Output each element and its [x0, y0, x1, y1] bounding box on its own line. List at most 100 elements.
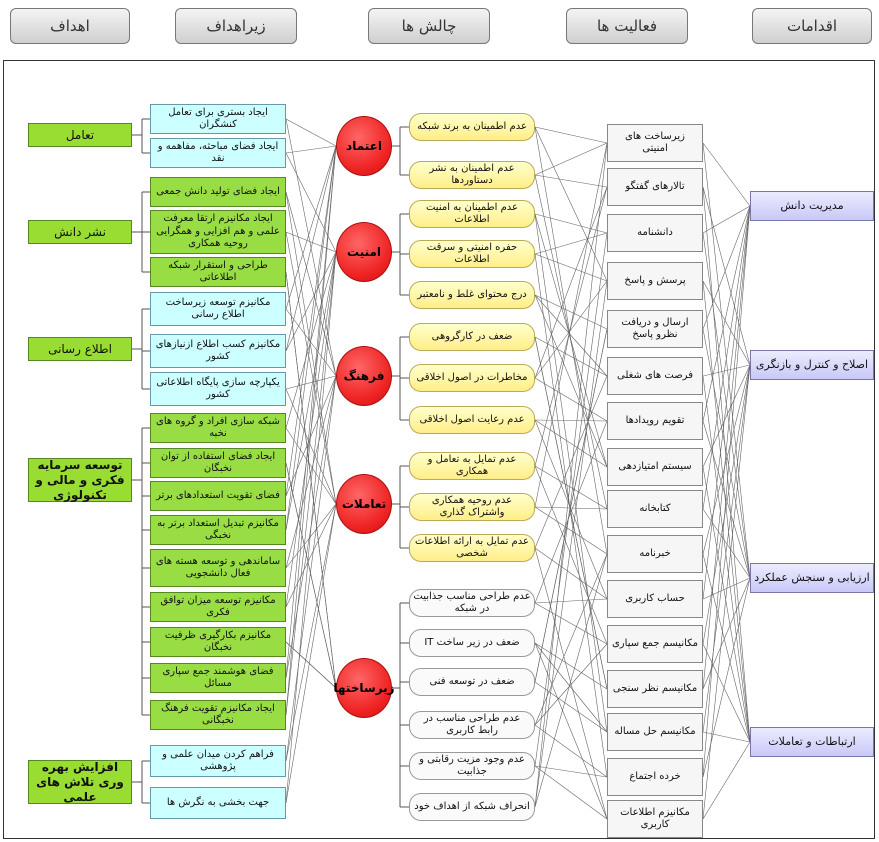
connector-line: [534, 142, 608, 808]
connector-line: [534, 506, 608, 555]
subgoal-item: مکانیزم تبدیل استعداد برتر به نخبگی: [150, 515, 286, 545]
action-item: دانشنامه: [607, 214, 703, 252]
connector-line: [702, 280, 751, 743]
connector-line: [285, 118, 337, 147]
connector-line: [702, 364, 751, 377]
action-item: تالارهای گفتگو: [607, 168, 703, 206]
connector-line: [534, 126, 608, 144]
activity-item: عدم روحیه همکاری واشتراک گذاری: [409, 493, 535, 521]
connector-line: [702, 375, 751, 743]
connector-line: [534, 765, 608, 820]
connector-line: [702, 643, 751, 743]
connector-line: [534, 419, 608, 422]
subgoal-item: طراحی و استقرار شبکه اطلاعاتی: [150, 257, 286, 287]
subgoal-item: ایجاد فضای تولید دانش جمعی: [150, 177, 286, 207]
activity-item: ضعف در زیر ساخت IT: [409, 629, 535, 657]
connector-line: [285, 375, 337, 762]
activity-item: عدم طراحی مناسب جذابیت در شبکه: [409, 589, 535, 617]
connector-line: [702, 741, 751, 820]
activity-item: درج محتوای غلط و نامعتبر: [409, 281, 535, 309]
connector-line: [534, 213, 608, 468]
goal-capital-development: توسعه سرمایه فکری و مالی و تکنولوژی: [28, 458, 132, 502]
connector-line: [534, 174, 608, 510]
subgoal-item: فضای هوشمند جمع سپاری مسائل: [150, 663, 286, 693]
challenge-interactions: تعاملات: [336, 474, 392, 534]
connector-line: [285, 251, 337, 716]
goal-knowledge-dissemination: نشر دانش: [28, 220, 132, 244]
connector-line: [534, 598, 608, 604]
diagram-frame: [3, 60, 875, 839]
connector-line: [285, 145, 337, 531]
challenge-security: امنیت: [336, 222, 392, 282]
header-goals: اهداف: [10, 8, 130, 44]
activity-item: عدم اطمینان به نشر دستاوردها: [409, 161, 535, 189]
activity-item: عدم وجود مزیت رقابتی و جذابیت: [409, 752, 535, 780]
connector-line: [534, 280, 608, 379]
action-item: خرده اجتماع: [607, 758, 703, 796]
connector-line: [534, 419, 608, 600]
activity-item: ضعف در کارگروهی: [409, 323, 535, 351]
connector-line: [534, 765, 608, 778]
connector-line: [285, 308, 337, 377]
connector-line: [702, 186, 751, 743]
subgoal-item: مکانیزم کسب اطلاع ازنیازهای کشور: [150, 334, 286, 368]
connector-line: [534, 375, 608, 549]
connector-line: [285, 271, 337, 689]
connector-line: [534, 465, 608, 645]
activity-item: ضعف در توسعه فنی: [409, 668, 535, 696]
connector-line: [285, 251, 337, 531]
connector-line: [534, 142, 608, 176]
connector-line: [702, 205, 751, 778]
connector-line: [534, 602, 608, 645]
connector-line: [702, 205, 751, 330]
connector-line: [702, 142, 751, 207]
subgoal-item: فضای تقویت استعدادهای برتر: [150, 481, 286, 511]
connector-line: [702, 553, 751, 743]
connector-line: [702, 420, 751, 579]
connector-line: [285, 375, 337, 569]
connector-line: [534, 642, 608, 690]
action-item: خبرنامه: [607, 535, 703, 573]
connector-line: [534, 642, 608, 733]
subgoal-item: ایجاد بستری برای تعامل کنشگران: [150, 104, 286, 134]
connector-line: [285, 145, 337, 154]
activity-item: عدم تمایل به تعامل و همکاری: [409, 452, 535, 480]
measure-evaluation: ارزیابی و سنجش عملکرد: [750, 563, 874, 593]
connector-line: [534, 186, 608, 379]
connector-line: [534, 642, 608, 820]
connector-line: [702, 508, 751, 579]
connector-line: [534, 419, 608, 468]
connector-line: [534, 377, 608, 422]
subgoal-item: ایجاد فضای مباحثه، مفاهمه و نقد: [150, 138, 286, 168]
connector-line: [534, 328, 608, 683]
connector-line: [702, 328, 751, 579]
connector-line: [534, 142, 608, 508]
activity-item: انحراف شبکه از اهداف خود: [409, 793, 535, 821]
connector-line: [702, 205, 751, 422]
action-item: سیستم امتیازدهی: [607, 448, 703, 486]
connector-line: [702, 205, 751, 510]
activity-item: عدم اطمینان به برند شبکه: [409, 113, 535, 141]
action-item: پرسش و پاسخ: [607, 262, 703, 300]
action-item: زیرساخت های امنیتی: [607, 124, 703, 162]
connector-line: [534, 420, 608, 604]
connector-line: [534, 232, 608, 255]
connector-line: [702, 364, 751, 555]
activity-item: عدم طراحی مناسب در رابط کاربری: [409, 711, 535, 739]
activity-item: عدم رعایت اصول اخلاقی: [409, 406, 535, 434]
connector-line: [702, 364, 751, 468]
activity-item: مخاطرات در اصول اخلاقی: [409, 364, 535, 392]
connector-line: [285, 145, 337, 352]
connector-line: [702, 205, 751, 600]
action-item: فرصت های شغلی: [607, 357, 703, 395]
connector-line: [702, 205, 751, 234]
connector-line: [285, 231, 337, 505]
connector-line: [285, 251, 337, 352]
activity-item: عدم اطمینان به امنیت اطلاعات: [409, 200, 535, 228]
challenge-trust: اعتماد: [336, 116, 392, 176]
subgoal-item: یکپارچه سازی پایگاه اطلاعاتی کشور: [150, 372, 286, 406]
challenge-infrastructure: زیرساختها: [333, 658, 395, 718]
connector-line: [285, 145, 337, 310]
connector-line: [534, 643, 608, 726]
